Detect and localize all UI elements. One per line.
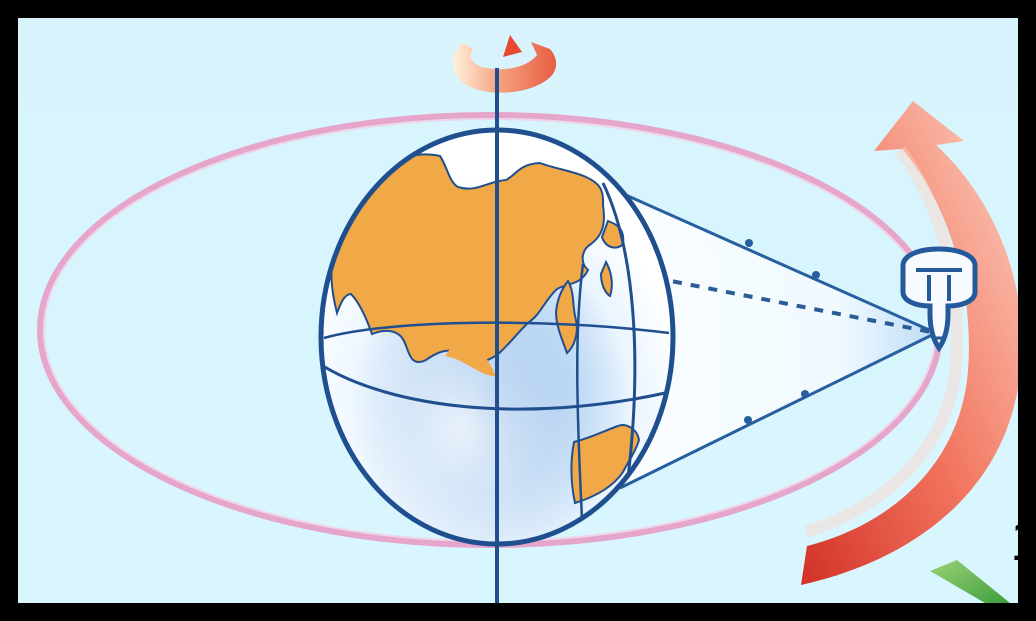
corner-label: 1	[1010, 512, 1036, 570]
